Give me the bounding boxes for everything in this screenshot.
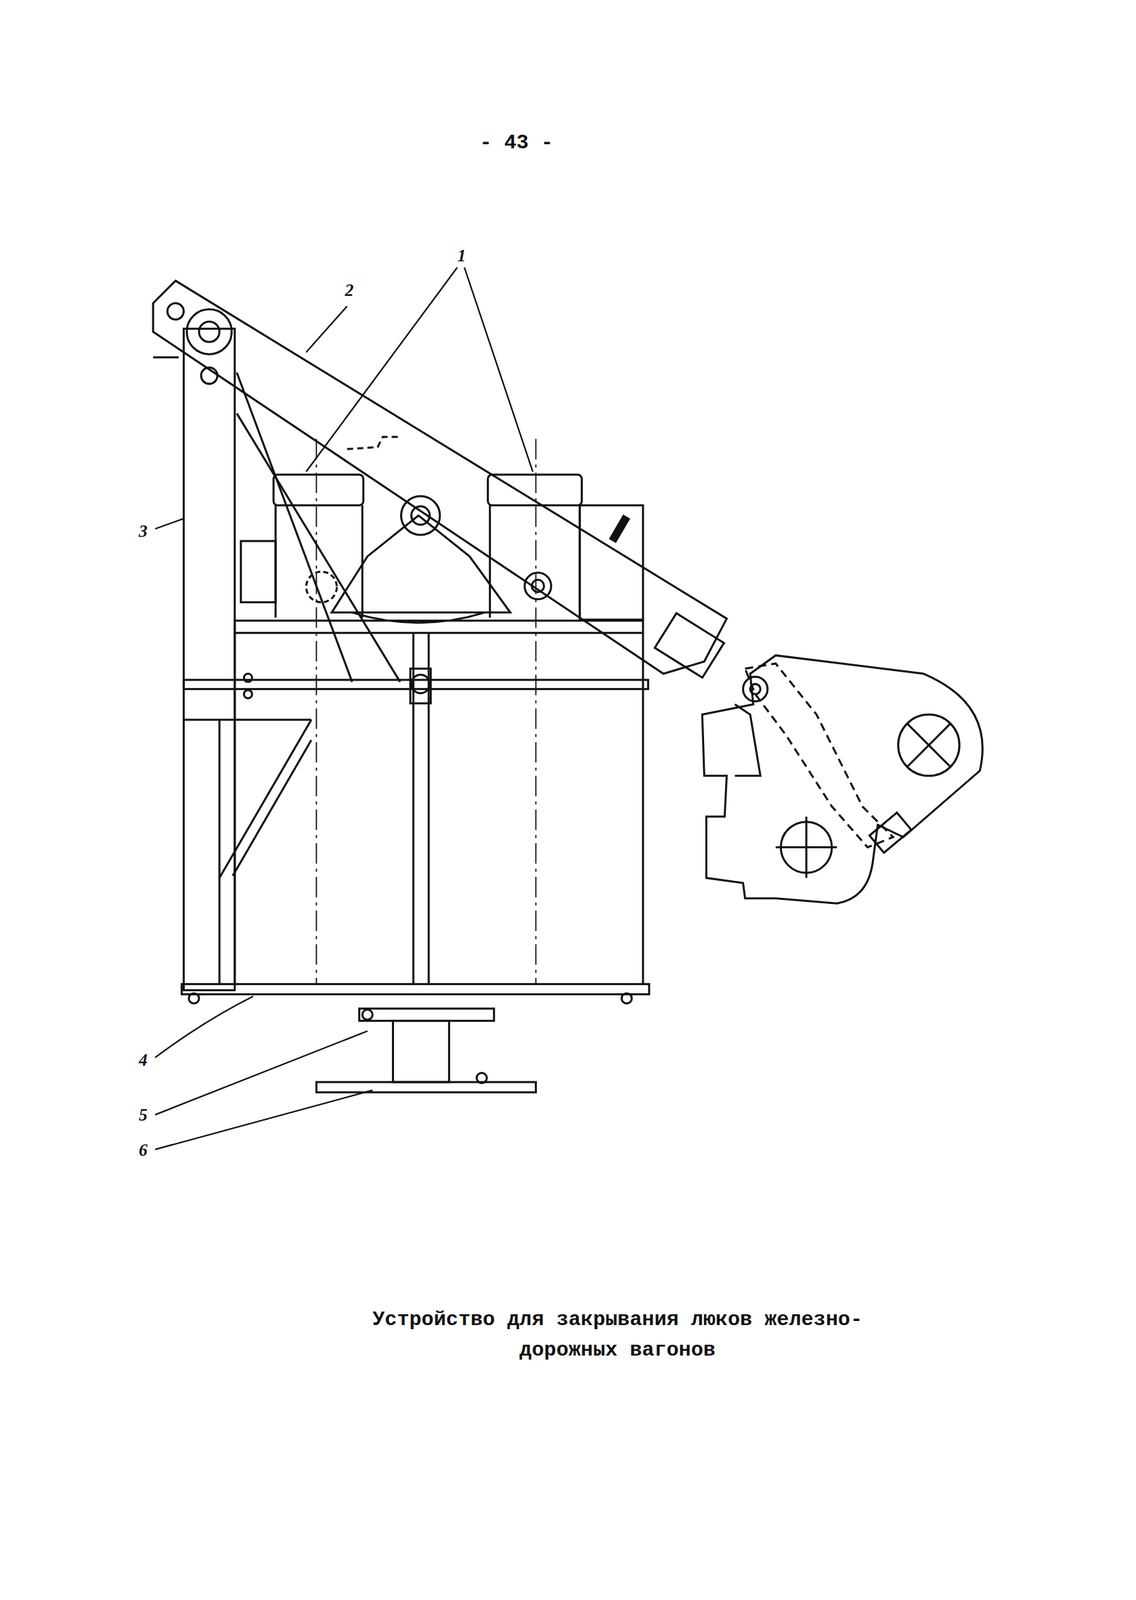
page-number: - 43 - (479, 132, 554, 154)
callout-number: 6 (138, 1141, 148, 1160)
callout-number: 5 (138, 1106, 148, 1124)
callout-number: 2 (345, 281, 355, 300)
callout-number: 1 (456, 247, 466, 265)
figure-caption: Устройство для закрывания люков железно-… (341, 1304, 893, 1366)
callout-number: 3 (138, 522, 148, 541)
callout-number: 4 (138, 1051, 148, 1069)
